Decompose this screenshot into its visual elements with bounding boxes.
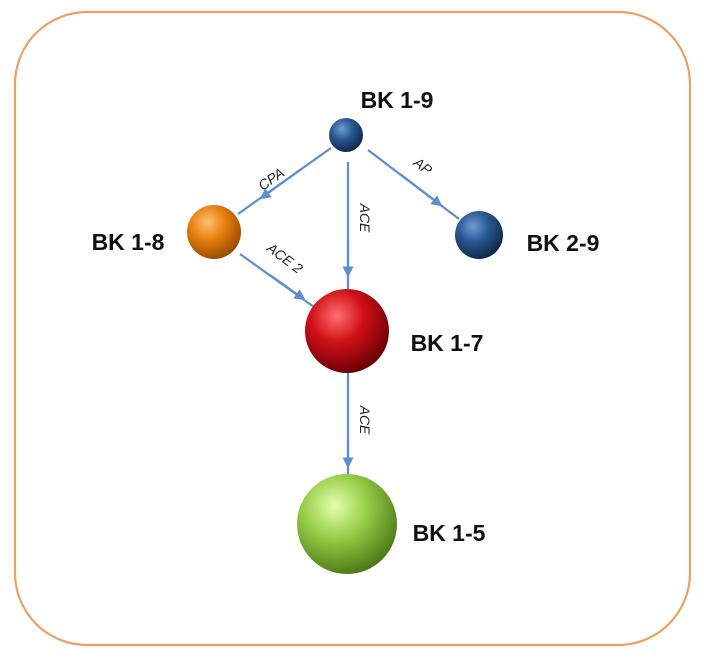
edge-ace-bottom: ACE — [342, 373, 373, 476]
node-bk-1-5: BK 1-5 — [297, 474, 486, 574]
node-bk-2-9: BK 2-9 — [455, 211, 599, 259]
node-bk-1-9: BK 1-9 — [329, 87, 433, 152]
sphere-bk-1-9 — [329, 118, 363, 152]
edge-label-ace-top: ACE — [357, 203, 373, 233]
node-bk-1-7: BK 1-7 — [305, 289, 483, 373]
edge-ace-top: ACE — [342, 162, 373, 290]
label-bk-2-9: BK 2-9 — [527, 230, 600, 256]
node-bk-1-8: BK 1-8 — [92, 205, 241, 259]
label-bk-1-7: BK 1-7 — [411, 330, 484, 356]
sphere-bk-1-8 — [187, 205, 241, 259]
edge-label-ace-bottom: ACE — [357, 405, 373, 435]
sphere-bk-2-9 — [455, 211, 503, 259]
label-bk-1-9: BK 1-9 — [361, 87, 434, 113]
sphere-bk-1-7 — [305, 289, 389, 373]
sphere-bk-1-5 — [297, 474, 397, 574]
label-bk-1-5: BK 1-5 — [413, 520, 486, 546]
label-bk-1-8: BK 1-8 — [92, 229, 165, 255]
